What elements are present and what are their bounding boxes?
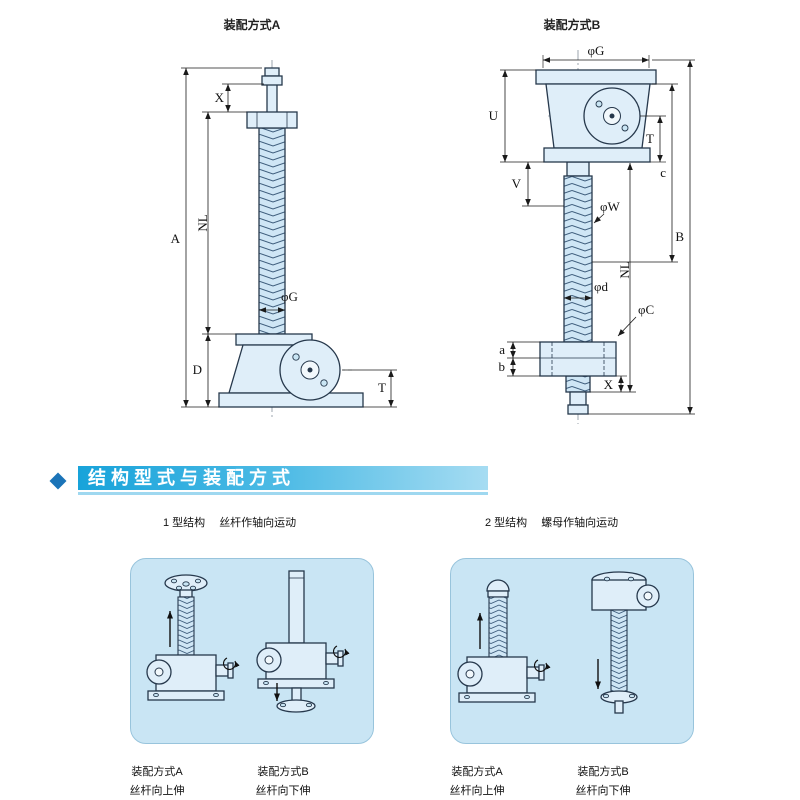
dim-label-G-b: φG: [588, 43, 605, 58]
type1-label: 1 型结构 丝杆作轴向运动: [163, 514, 296, 530]
dim-label-X-a: X: [215, 90, 225, 105]
dim-label-T-b: T: [646, 131, 654, 146]
caption-line1: 装配方式A: [131, 766, 183, 778]
jack-type1-screw-up: [146, 574, 240, 701]
dim-label-C: φC: [638, 302, 654, 317]
dim-label-T-a: T: [378, 380, 386, 395]
lead-screw-b: [563, 175, 593, 343]
type2-illustration: [457, 571, 660, 714]
dim-label-A: A: [171, 231, 181, 246]
dimensions-a: A NL X D T φG: [171, 67, 397, 408]
screw: [177, 596, 195, 656]
ram: [288, 570, 305, 644]
dim-label-NL-b: NL: [617, 261, 632, 278]
dim-label-a: a: [499, 342, 505, 357]
type1-desc: 丝杆作轴向运动: [219, 517, 297, 529]
caption-type1-b: 装配方式B 丝杆向下伸: [228, 763, 338, 800]
base: [458, 692, 536, 703]
caption-type2-b: 装配方式B 丝杆向下伸: [548, 763, 658, 800]
bottom-flange: [276, 699, 316, 713]
type2-number: 2 型结构: [485, 517, 528, 529]
caption-line1: 装配方式A: [451, 766, 503, 778]
screw: [488, 596, 508, 658]
banner-underline: [78, 492, 488, 495]
caption-line1: 装配方式B: [577, 766, 629, 778]
drawing-b: φG U V T c B NL φW φd φC a b X: [489, 43, 695, 424]
caption-line2: 丝杆向上伸: [449, 785, 505, 797]
dimensions-b: φG U V T c B NL φW φd φC a b X: [489, 43, 695, 415]
dim-label-d: φd: [594, 279, 609, 294]
screw-assembly-b: [563, 161, 593, 415]
rotation-arrow-icon: [534, 659, 551, 672]
type1-number: 1 型结构: [163, 517, 206, 529]
diamond-bullet-icon: [49, 472, 67, 490]
base: [147, 690, 225, 701]
caption-line2: 丝杆向下伸: [255, 785, 311, 797]
jack-type2-nut-travel: [591, 571, 660, 714]
housing-a: [218, 333, 364, 408]
dim-label-b: b: [499, 359, 506, 374]
technical-drawings: A NL X D T φG: [171, 43, 695, 424]
dome-top: [486, 579, 510, 592]
caption-type1-a: 装配方式A 丝杆向上伸: [102, 763, 212, 800]
section-banner: 结构型式与装配方式: [78, 466, 488, 490]
caption-line2: 丝杆向上伸: [129, 785, 185, 797]
dim-label-B: B: [675, 229, 684, 244]
type1-illustration: [146, 570, 350, 713]
dim-label-c: c: [660, 165, 666, 180]
dim-label-D: D: [193, 362, 202, 377]
flange-nut-b: [539, 341, 617, 377]
base: [257, 678, 335, 689]
section-banner-title: 结构型式与装配方式: [88, 468, 295, 488]
dim-label-V: V: [512, 176, 522, 191]
dim-label-U: U: [489, 108, 499, 123]
dim-label-NL-a: NL: [195, 214, 210, 231]
type2-illustration-box: [450, 558, 694, 744]
drawing-a-title: 装配方式A: [223, 18, 281, 32]
caption-line1: 装配方式B: [257, 766, 309, 778]
type1-illustration-box: [130, 558, 374, 744]
dim-label-W: φW: [600, 199, 621, 214]
drawing-a: A NL X D T φG: [171, 60, 397, 418]
rotation-arrow-icon: [223, 657, 240, 670]
dim-label-X-b: X: [604, 377, 614, 392]
type2-desc: 螺母作轴向运动: [541, 517, 619, 529]
caption-type2-a: 装配方式A 丝杆向上伸: [422, 763, 532, 800]
housing-b: [535, 69, 657, 163]
type2-label: 2 型结构 螺母作轴向运动: [485, 514, 618, 530]
screw: [610, 609, 628, 695]
dim-label-G-a: φG: [281, 289, 298, 304]
caption-line2: 丝杆向下伸: [575, 785, 631, 797]
drawing-b-title: 装配方式B: [543, 18, 601, 32]
rotation-arrow-icon: [333, 645, 350, 658]
jack-type1-screw-down: [256, 570, 350, 713]
base-plate-a: [218, 392, 364, 408]
jack-type2-screw-up: [457, 579, 551, 703]
stop-nut-a: [246, 111, 298, 129]
